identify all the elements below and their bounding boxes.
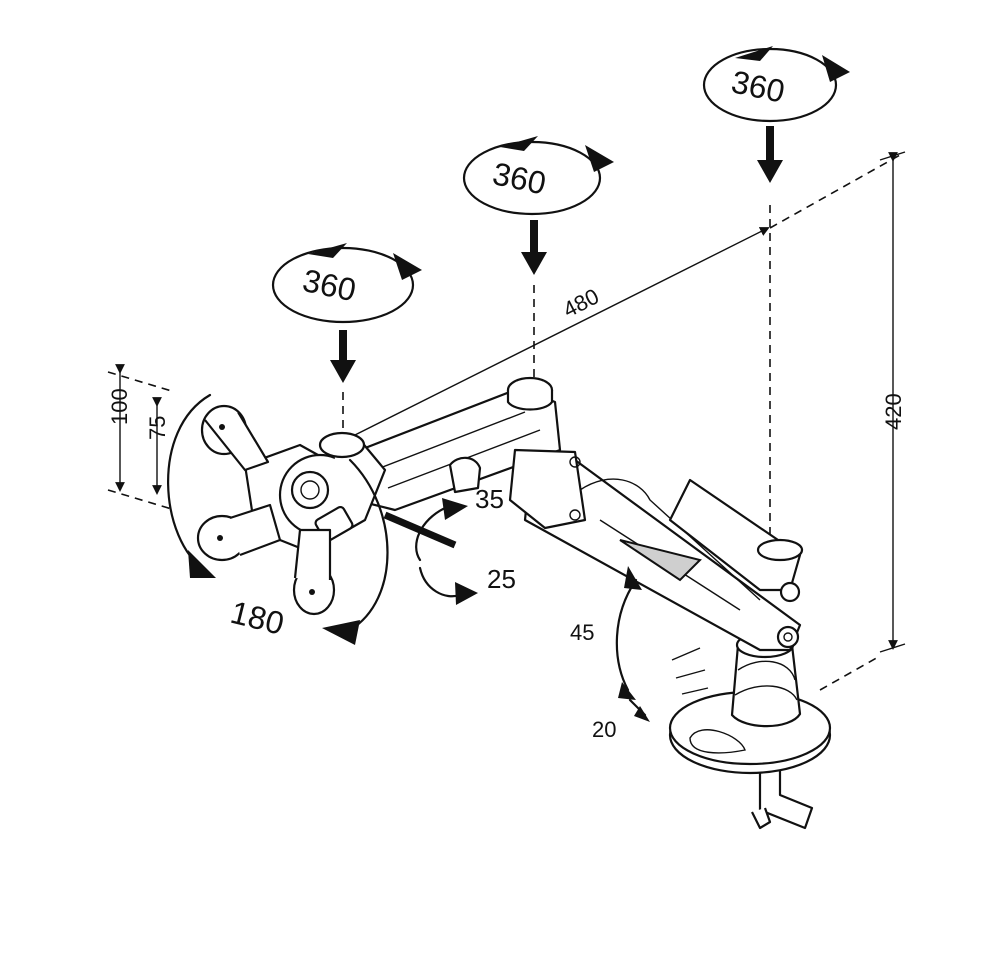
- rotation-label-left: 360: [300, 262, 360, 308]
- rotation-ring-middle: 360: [462, 136, 614, 275]
- tilt-indicator: 35 25: [383, 484, 516, 605]
- down-arrow-icon: [521, 252, 547, 275]
- vesa-small-label: 75: [145, 416, 170, 440]
- lower-arm: [523, 458, 804, 652]
- axis-guides: [342, 154, 901, 540]
- rotation-ring-left: 360: [271, 243, 422, 383]
- tilt-up-label: 35: [475, 484, 504, 514]
- rotation-label-top: 360: [728, 63, 788, 109]
- vesa-head: [196, 404, 387, 616]
- upper-arm: [353, 376, 587, 530]
- arm-angle-indicator: 45 20: [570, 566, 709, 742]
- arrowhead-icon: [618, 682, 636, 700]
- arrowhead-icon: [735, 46, 773, 61]
- dimension-height: 420: [819, 151, 906, 691]
- arrowhead-icon: [585, 145, 614, 172]
- vesa-dimensions: 100 75: [107, 364, 176, 511]
- tilt-down-label: 25: [487, 564, 516, 594]
- arm-raise-label: 45: [570, 620, 594, 645]
- rotation-ring-top: 360: [702, 46, 850, 183]
- arrowhead-icon: [322, 620, 360, 645]
- arrowhead-icon: [624, 566, 642, 590]
- arrowhead-icon: [455, 582, 478, 605]
- head-rotate-label: 180: [227, 594, 288, 642]
- arrowhead-icon: [393, 253, 422, 280]
- arm-length-label: 480: [559, 284, 603, 323]
- vesa-large-label: 100: [107, 388, 132, 425]
- arrowhead-icon: [500, 136, 538, 151]
- rotation-label-middle: 360: [489, 155, 549, 201]
- arrowhead-icon: [442, 498, 468, 520]
- down-arrow-icon: [330, 360, 356, 383]
- height-label: 420: [881, 393, 906, 430]
- arrowhead-icon: [634, 706, 650, 722]
- arm-lower-label: 20: [592, 717, 616, 742]
- down-arrow-icon: [757, 160, 783, 183]
- arrowhead-icon: [188, 550, 216, 578]
- arrowhead-icon: [822, 55, 850, 82]
- arrowhead-icon: [308, 243, 347, 258]
